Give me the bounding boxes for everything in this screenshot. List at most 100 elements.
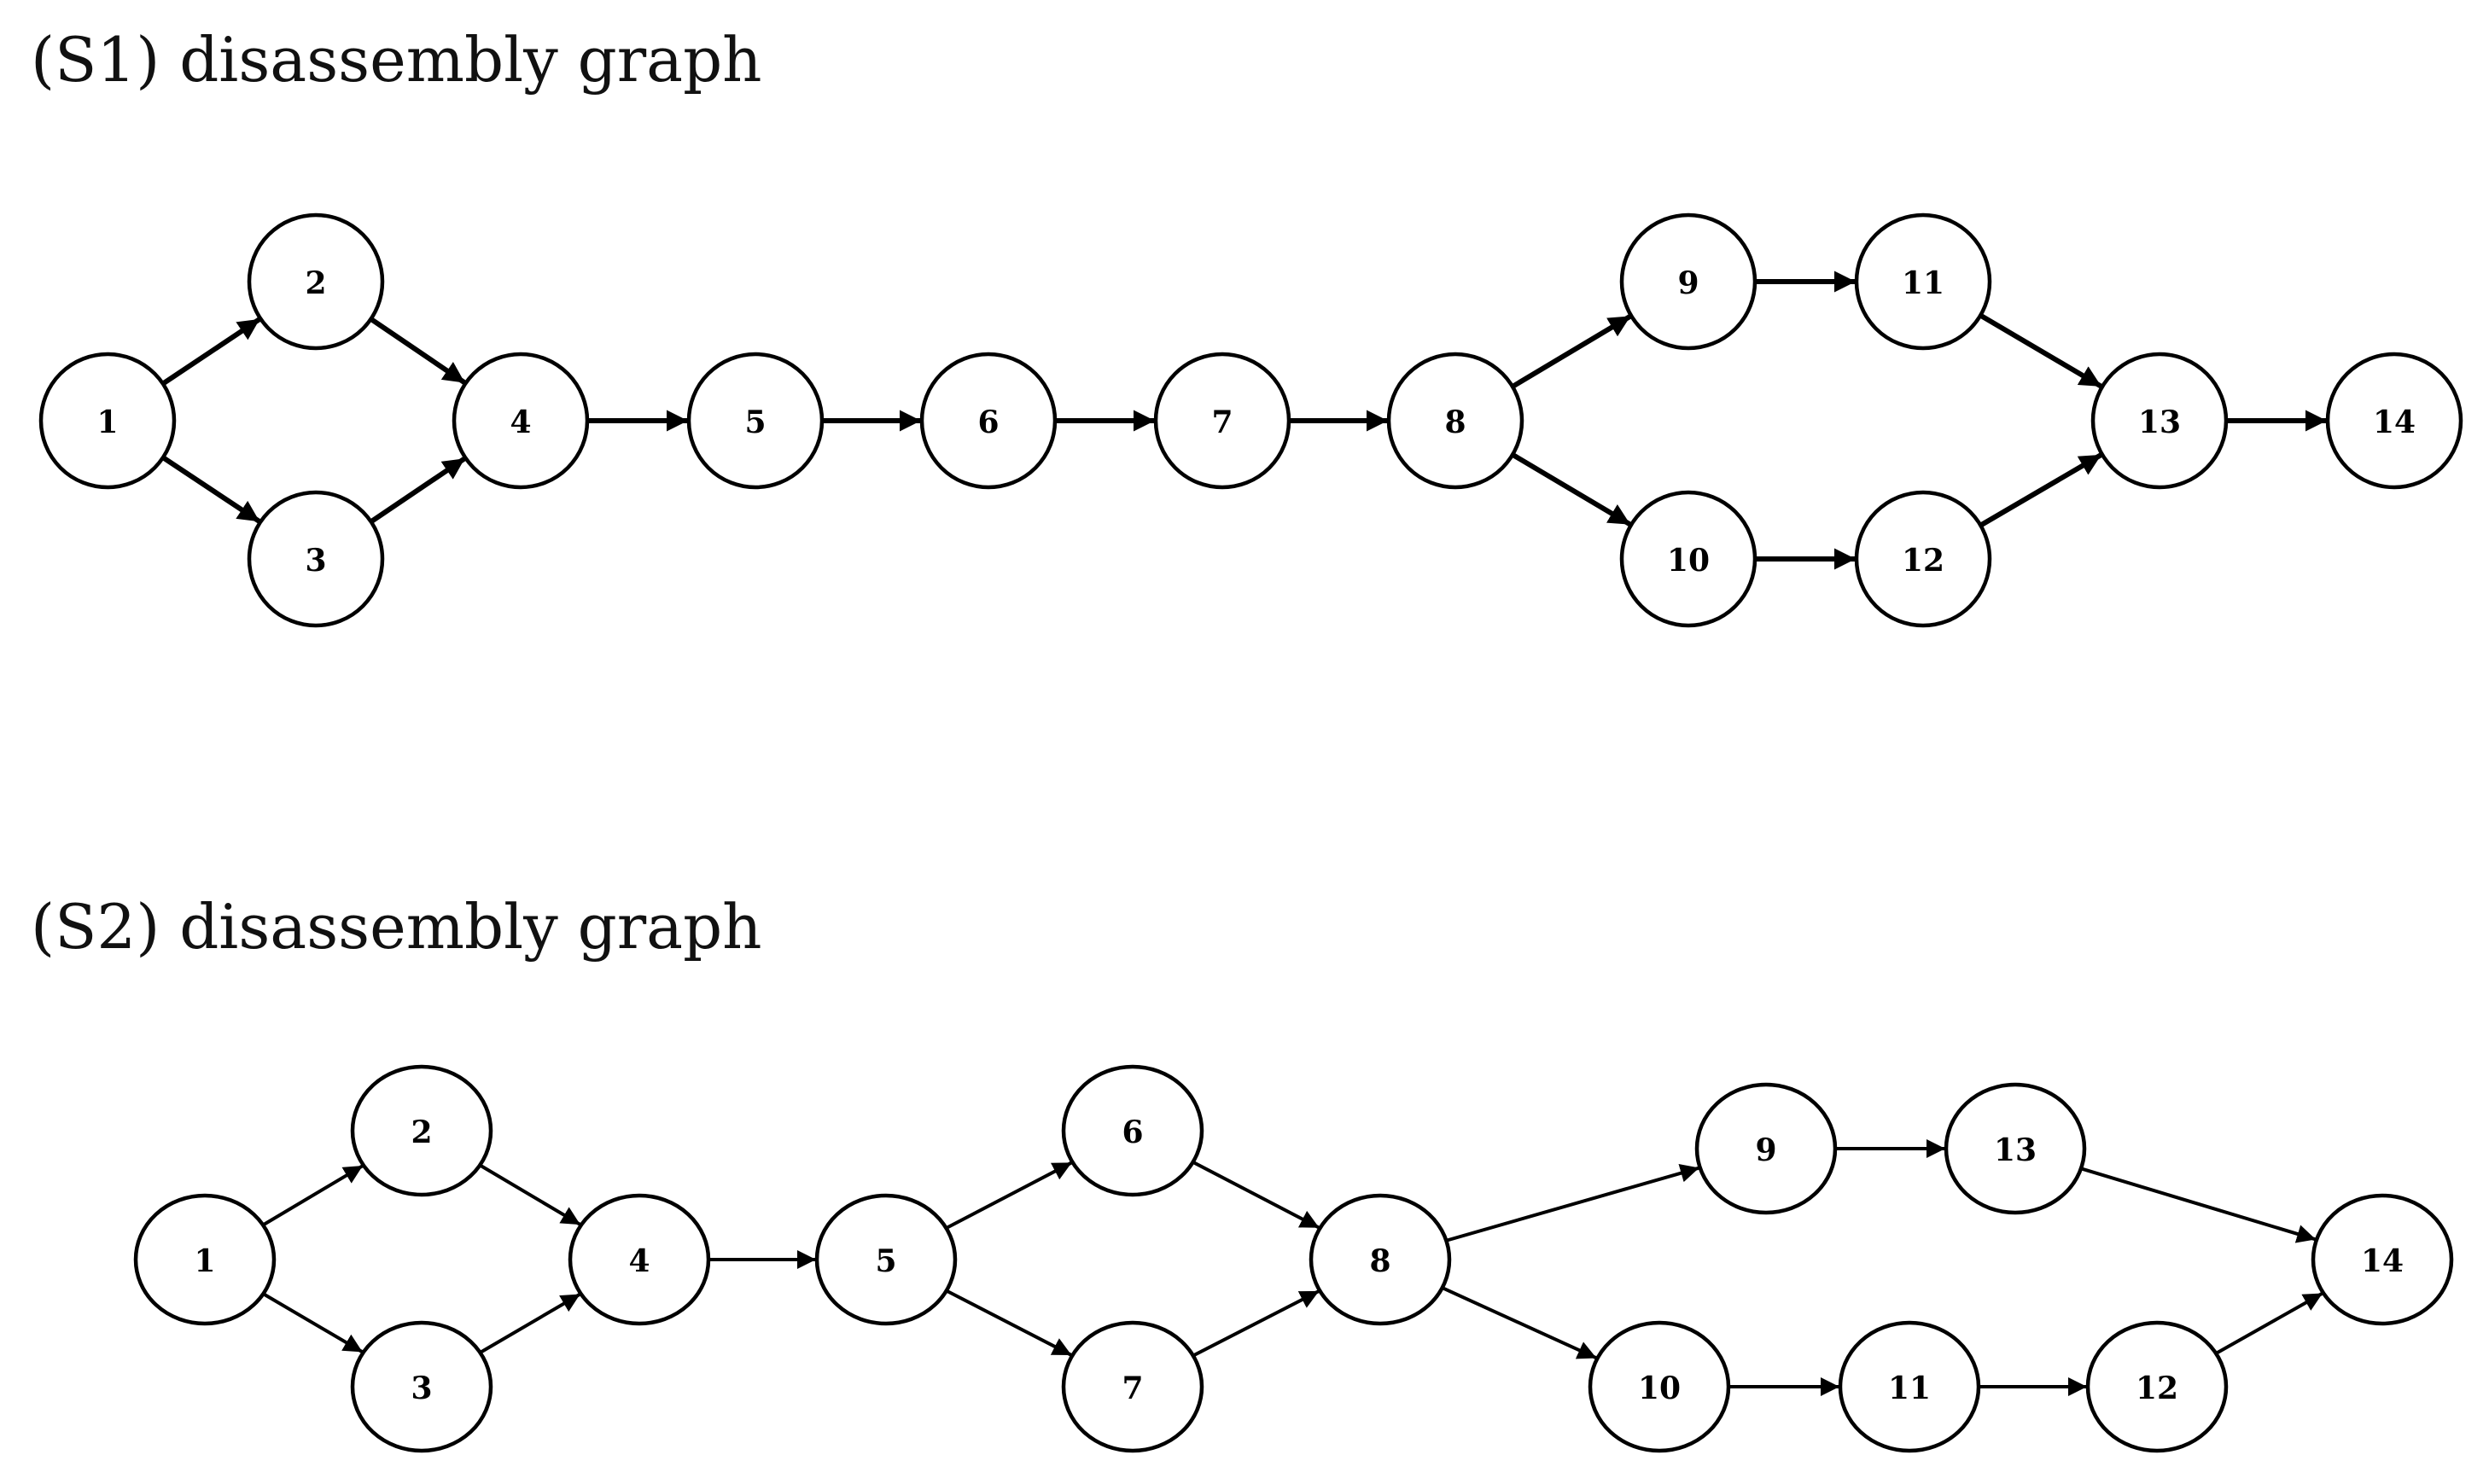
node-label: 12 <box>2136 1371 2178 1406</box>
node-s2-8: 8 <box>1309 1193 1452 1326</box>
node-s1-1: 1 <box>38 352 177 490</box>
node-s1-9: 9 <box>1619 212 1757 351</box>
edge-s2-2-to-4 <box>479 1163 581 1226</box>
node-label: 8 <box>1444 404 1466 440</box>
node-shape <box>350 1064 493 1197</box>
node-shape <box>1061 1320 1204 1453</box>
node-label: 13 <box>1994 1132 2037 1168</box>
edge-s2-8-to-9 <box>1445 1164 1700 1242</box>
node-label: 7 <box>1122 1371 1143 1406</box>
edge-s2-1-to-3 <box>262 1292 364 1354</box>
node-s1-10: 10 <box>1619 490 1757 628</box>
node-label: 14 <box>2373 404 2416 440</box>
edge-s1-8-to-10 <box>1511 452 1632 527</box>
node-shape <box>1061 1064 1204 1197</box>
edge-s2-7-to-8 <box>1192 1289 1320 1358</box>
edge-s2-1-to-2 <box>262 1164 364 1227</box>
node-label: 6 <box>1122 1114 1143 1150</box>
node-label: 2 <box>411 1114 432 1150</box>
node-shape <box>1588 1320 1731 1453</box>
node-label: 3 <box>411 1371 432 1406</box>
node-shape <box>38 352 177 490</box>
node-label: 6 <box>977 404 999 440</box>
node-label: 8 <box>1369 1243 1390 1279</box>
node-shape <box>1619 212 1757 351</box>
node-shape <box>2085 1320 2229 1453</box>
node-label: 14 <box>2361 1243 2404 1279</box>
node-s1-5: 5 <box>686 352 825 490</box>
node-s2-2: 2 <box>350 1064 493 1197</box>
node-label: 4 <box>510 404 531 440</box>
node-label: 5 <box>875 1243 896 1279</box>
node-label: 13 <box>2138 404 2181 440</box>
edge-s1-1-to-3 <box>161 455 261 524</box>
edge-s1-12-to-13 <box>1979 452 2103 528</box>
node-shape <box>919 352 1058 490</box>
node-shape <box>1386 352 1524 490</box>
node-s2-10: 10 <box>1588 1320 1731 1453</box>
node-s1-13: 13 <box>2090 352 2229 490</box>
node-s1-8: 8 <box>1386 352 1524 490</box>
node-shape <box>2311 1193 2454 1326</box>
node-label: 2 <box>305 265 326 301</box>
node-label: 12 <box>1902 543 1944 579</box>
edge-s1-11-to-13 <box>1979 312 2103 389</box>
edge-s2-5-to-7 <box>945 1289 1073 1357</box>
node-shape <box>1854 490 1992 628</box>
node-shape <box>1619 490 1757 628</box>
node-s2-14: 14 <box>2311 1193 2454 1326</box>
node-s2-13: 13 <box>1944 1082 2087 1215</box>
node-label: 7 <box>1211 404 1233 440</box>
node-label: 4 <box>628 1243 650 1279</box>
edge-s1-8-to-9 <box>1511 313 1632 389</box>
node-label: 9 <box>1677 265 1699 301</box>
node-s1-2: 2 <box>247 212 385 351</box>
edge-s1-3-to-4 <box>369 456 467 524</box>
edge-s2-5-to-6 <box>945 1161 1073 1230</box>
node-label: 10 <box>1638 1371 1681 1406</box>
node-shape <box>1309 1193 1452 1326</box>
edge-s2-13-to-14 <box>2080 1167 2317 1243</box>
node-label: 1 <box>96 404 118 440</box>
node-shape <box>350 1320 493 1453</box>
node-s2-11: 11 <box>1838 1320 1981 1453</box>
node-label: 9 <box>1755 1132 1776 1168</box>
node-s1-14: 14 <box>2325 352 2463 490</box>
node-s2-6: 6 <box>1061 1064 1204 1197</box>
edge-s1-2-to-4 <box>369 317 467 386</box>
node-s1-7: 7 <box>1153 352 1291 490</box>
graph-title-s1: (S1) disassembly graph <box>31 24 762 96</box>
node-shape <box>247 490 385 628</box>
node-s2-5: 5 <box>814 1193 958 1326</box>
node-label: 1 <box>194 1243 215 1279</box>
node-s2-9: 9 <box>1694 1082 1838 1215</box>
node-shape <box>2090 352 2229 490</box>
node-label: 11 <box>1902 265 1944 301</box>
node-s2-1: 1 <box>133 1193 277 1326</box>
node-s1-12: 12 <box>1854 490 1992 628</box>
node-shape <box>1153 352 1291 490</box>
node-label: 3 <box>305 543 326 579</box>
node-shape <box>1944 1082 2087 1215</box>
node-s1-4: 4 <box>452 352 590 490</box>
node-label: 5 <box>744 404 766 440</box>
node-shape <box>814 1193 958 1326</box>
node-shape <box>1838 1320 1981 1453</box>
node-label: 10 <box>1667 543 1710 579</box>
node-s2-7: 7 <box>1061 1320 1204 1453</box>
node-shape <box>1694 1082 1838 1215</box>
node-s2-4: 4 <box>568 1193 711 1326</box>
node-s2-12: 12 <box>2085 1320 2229 1453</box>
edge-s2-8-to-10 <box>1441 1286 1598 1360</box>
node-shape <box>2325 352 2463 490</box>
graph-title-s2: (S2) disassembly graph <box>31 891 762 963</box>
node-s1-3: 3 <box>247 490 385 628</box>
edge-s1-1-to-2 <box>161 317 261 387</box>
node-label: 11 <box>1888 1371 1931 1406</box>
node-shape <box>686 352 825 490</box>
node-s1-6: 6 <box>919 352 1058 490</box>
node-shape <box>1854 212 1992 351</box>
node-s2-3: 3 <box>350 1320 493 1453</box>
